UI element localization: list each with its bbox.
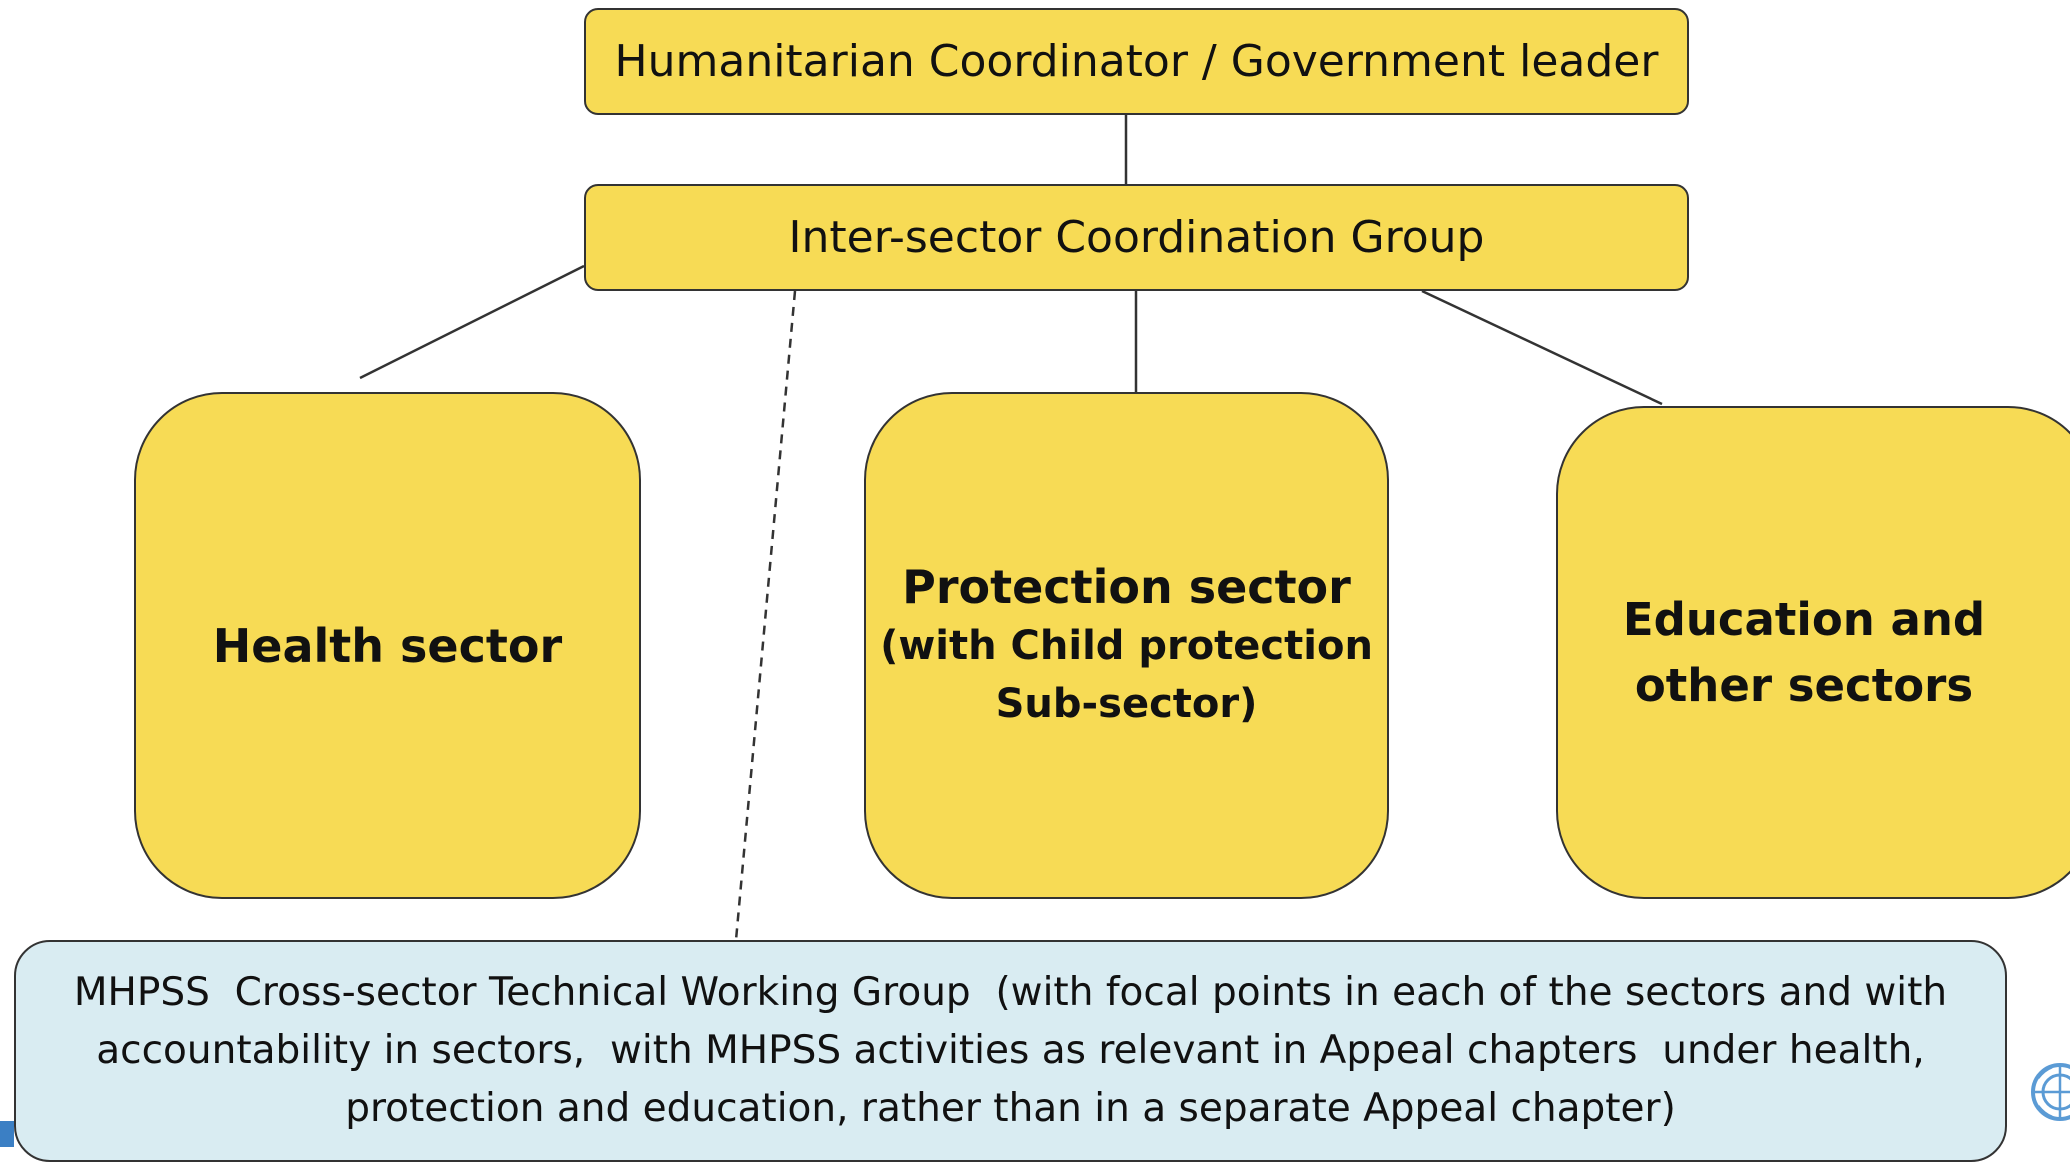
protection-sector-sub-line2: Sub-sector)	[995, 681, 1258, 728]
connector-isg-to-mhpss-dashed	[734, 290, 797, 941]
inter-sector-coordination-group-label: Inter-sector Coordination Group	[788, 212, 1485, 263]
inter-sector-coordination-group-box: Inter-sector Coordination Group	[584, 184, 1689, 291]
protection-sector-sub-line1: (with Child protection	[880, 623, 1373, 670]
mhpss-line-2: accountability in sectors, with MHPSS ac…	[96, 1028, 1925, 1073]
education-sector-box: Education and other sectors	[1556, 406, 2070, 899]
connector-isg-to-health	[359, 264, 585, 380]
mhpss-line-3: protection and education, rather than in…	[345, 1086, 1676, 1131]
corner-accent-mark	[0, 1121, 14, 1147]
protection-sector-label: Protection sector	[902, 559, 1351, 614]
health-sector-label: Health sector	[212, 618, 563, 673]
mhpss-working-group-box: MHPSS Cross-sector Technical Working Gro…	[14, 940, 2007, 1162]
connector-isg-to-education	[1421, 289, 1663, 406]
humanitarian-coordinator-label: Humanitarian Coordinator / Government le…	[614, 36, 1659, 87]
protection-sector-box: Protection sector (with Child protection…	[864, 392, 1389, 899]
un-emblem-icon	[2031, 1063, 2070, 1121]
education-sector-label: Education and other sectors	[1622, 593, 1986, 712]
humanitarian-coordinator-box: Humanitarian Coordinator / Government le…	[584, 8, 1689, 115]
health-sector-box: Health sector	[134, 392, 641, 899]
mhpss-line-1: MHPSS Cross-sector Technical Working Gro…	[73, 970, 1948, 1015]
